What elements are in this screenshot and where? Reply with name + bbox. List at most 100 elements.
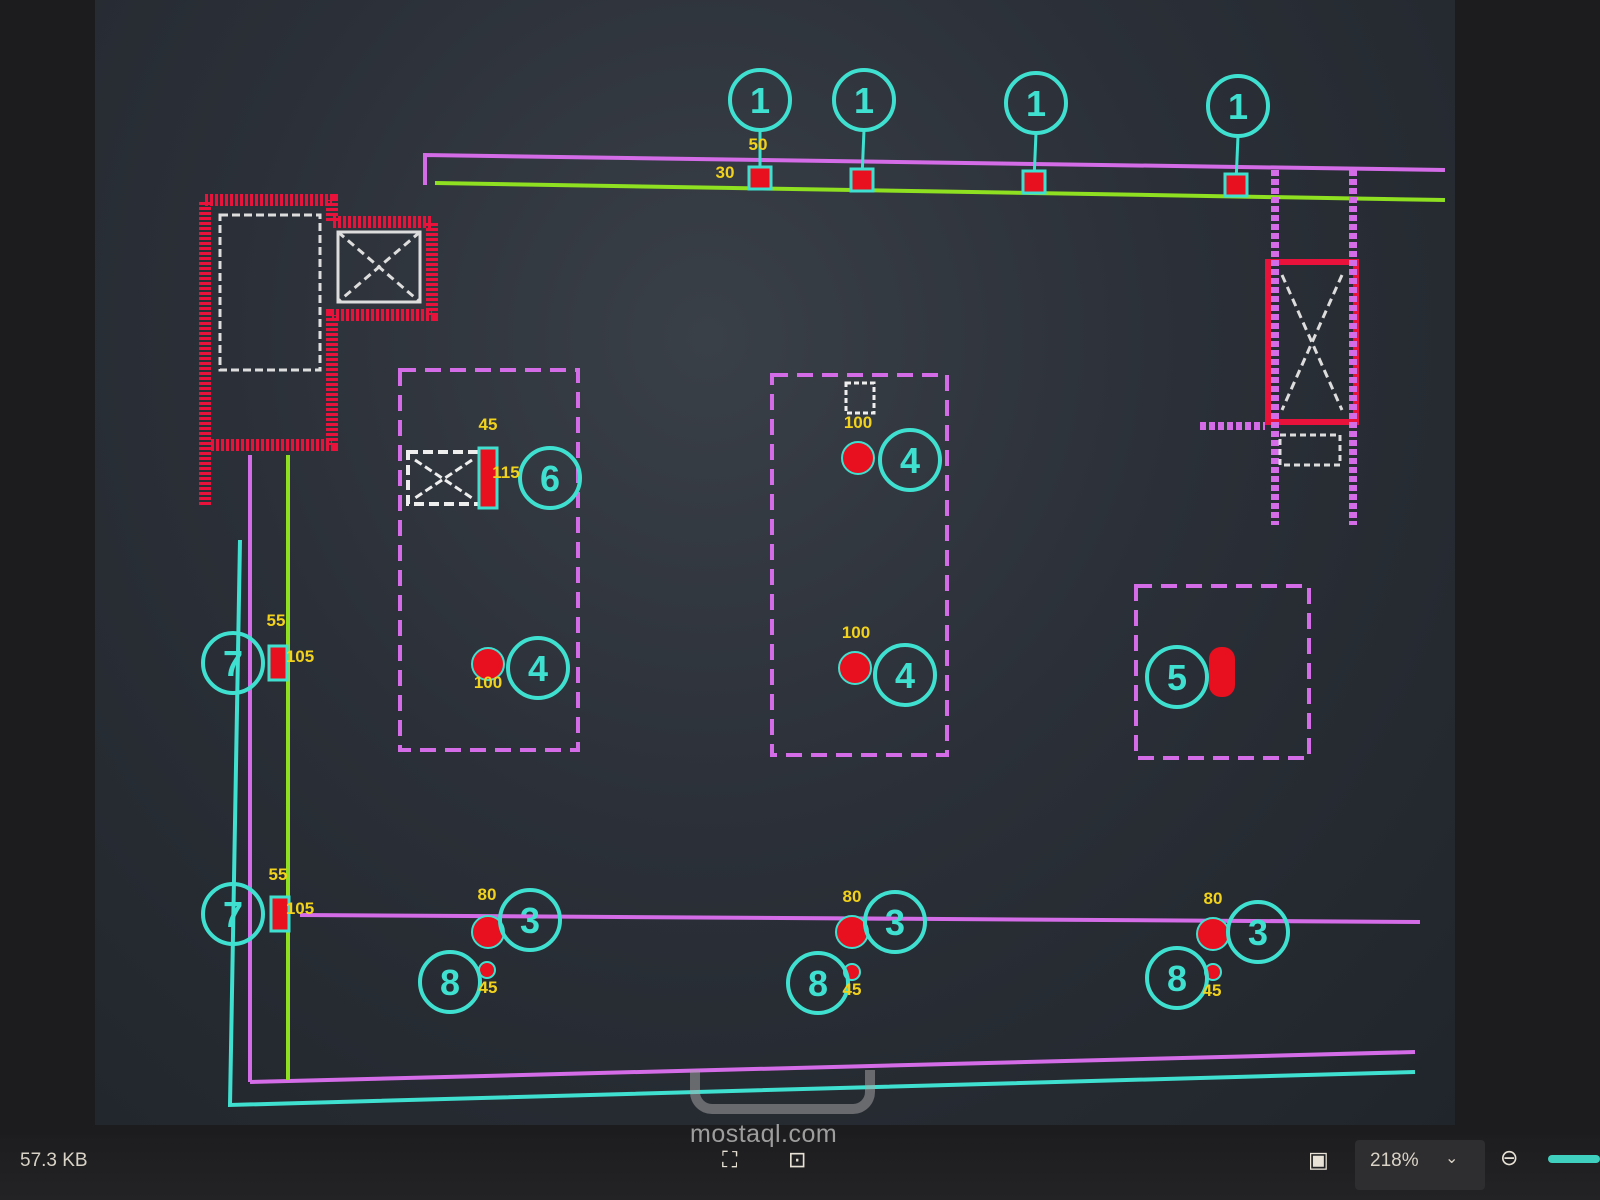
column-rect xyxy=(267,644,289,682)
tag-1-group: 1 xyxy=(1206,74,1270,198)
opening-x xyxy=(414,458,473,500)
tag-number: 1 xyxy=(854,80,874,121)
tag-1-group: 1 xyxy=(1004,71,1068,195)
dimension-label: 45 xyxy=(1203,981,1222,1000)
stair-core-wall xyxy=(199,194,438,505)
chevron-down-icon[interactable]: ⌄ xyxy=(1445,1150,1459,1167)
dimension-label: 50 xyxy=(749,135,768,154)
tag-circle xyxy=(498,888,562,952)
tag-circle xyxy=(728,68,792,132)
file-size: 57.3 KB xyxy=(20,1150,88,1171)
tag-number: 4 xyxy=(528,648,548,689)
tag-circle xyxy=(201,882,265,946)
tag-number: 8 xyxy=(1167,958,1187,999)
dimension-label: 100 xyxy=(474,673,502,692)
tag-number: 4 xyxy=(895,655,915,696)
tag-4-group: 4 100 xyxy=(471,636,570,700)
column-round xyxy=(1196,917,1230,951)
small-column-round xyxy=(478,961,496,979)
tag-number: 8 xyxy=(808,963,828,1004)
tag-circle xyxy=(832,68,896,132)
tag-3-group: 3 80 xyxy=(835,887,927,954)
small-opening-box xyxy=(844,381,876,415)
tag-number: 1 xyxy=(750,80,770,121)
tag-circle xyxy=(873,643,937,707)
tag-circle xyxy=(506,636,570,700)
watermark-logo xyxy=(690,1070,875,1114)
tag-circle xyxy=(1145,645,1209,709)
column-rect xyxy=(477,446,499,510)
dashed-zone-2 xyxy=(770,373,949,757)
tag-number: 7 xyxy=(223,643,243,684)
right-shaft-x xyxy=(1280,274,1344,411)
tag-number: 5 xyxy=(1167,657,1187,698)
tag-circle xyxy=(1004,71,1068,135)
dimension-label: 55 xyxy=(269,865,288,884)
tag-8-group: 8 45 xyxy=(418,950,498,1014)
tag-circle xyxy=(518,446,582,510)
tag-number: 8 xyxy=(440,962,460,1003)
column-square xyxy=(1021,169,1047,195)
cyan-boundary-line xyxy=(227,539,1416,1108)
column-round xyxy=(838,651,872,685)
tag-circle xyxy=(863,890,927,954)
fit-screen-icon[interactable]: ⛶ xyxy=(722,1147,738,1172)
watermark-text: mostaql.com xyxy=(690,1120,838,1148)
viewer-status-bar: 57.3 KB ⛶ ⊡ ▣ 218% ⌄ ⊖ xyxy=(0,1135,1600,1200)
zoom-level: 218% xyxy=(1370,1150,1419,1171)
right-shaft-wall xyxy=(1265,259,1359,425)
dimension-label: 80 xyxy=(478,885,497,904)
tag-3-group: 3 80 xyxy=(471,885,562,952)
tag-3-group: 380 xyxy=(1196,889,1290,964)
dimension-label: 100 xyxy=(842,623,870,642)
dimension-label: 55 xyxy=(267,611,286,630)
tag-number: 3 xyxy=(1248,912,1268,953)
column-square xyxy=(1223,172,1249,198)
tag-number: 7 xyxy=(223,894,243,935)
tag-1-group: 1 xyxy=(832,68,896,193)
tag-7-group: 7 55 105 xyxy=(201,865,314,946)
tag-5-group: 5 xyxy=(1145,645,1235,709)
tag-8-group: 8 45 xyxy=(786,951,862,1015)
dimension-label: 45 xyxy=(479,415,498,434)
dimension-label: 80 xyxy=(843,887,862,906)
top-beam-line xyxy=(423,152,1446,185)
zoom-out-icon[interactable]: ⊖ xyxy=(1500,1145,1519,1170)
dimension-label: 30 xyxy=(716,163,735,182)
tag-circle xyxy=(1206,74,1270,138)
zoom-slider[interactable] xyxy=(1548,1155,1600,1163)
fullscreen-icon[interactable]: ▣ xyxy=(1308,1147,1329,1172)
right-shaft-columns xyxy=(1200,170,1357,525)
tag-circle xyxy=(786,951,850,1015)
tag-circle xyxy=(201,631,265,695)
tag-circle xyxy=(1226,900,1290,964)
bottom-beam-line xyxy=(249,1050,1416,1084)
column-rect xyxy=(269,895,291,933)
zoom-dropdown[interactable] xyxy=(1355,1140,1485,1190)
column-square xyxy=(747,165,773,191)
dimension-label: 105 xyxy=(286,647,314,666)
tag-number: 3 xyxy=(520,900,540,941)
actual-size-icon[interactable]: ⊡ xyxy=(788,1147,807,1172)
dimension-label: 45 xyxy=(479,978,498,997)
right-shaft-box xyxy=(1278,433,1342,467)
elevator-shaft xyxy=(336,230,422,304)
column-square xyxy=(849,167,875,193)
tag-circle xyxy=(878,428,942,492)
dimension-label: 105 xyxy=(286,899,314,918)
tag-number: 4 xyxy=(900,440,920,481)
elevator-shaft-x xyxy=(337,230,421,304)
column-oval xyxy=(1209,647,1235,697)
column-round xyxy=(841,441,875,475)
dimension-label: 115 xyxy=(492,463,519,482)
dashed-zone-3 xyxy=(1134,584,1311,760)
tag-number: 3 xyxy=(885,902,905,943)
top-green-line xyxy=(434,181,1446,202)
tag-4-group: 4 100 xyxy=(838,623,937,707)
tag-number: 1 xyxy=(1228,86,1248,127)
dimension-label: 45 xyxy=(843,980,862,999)
